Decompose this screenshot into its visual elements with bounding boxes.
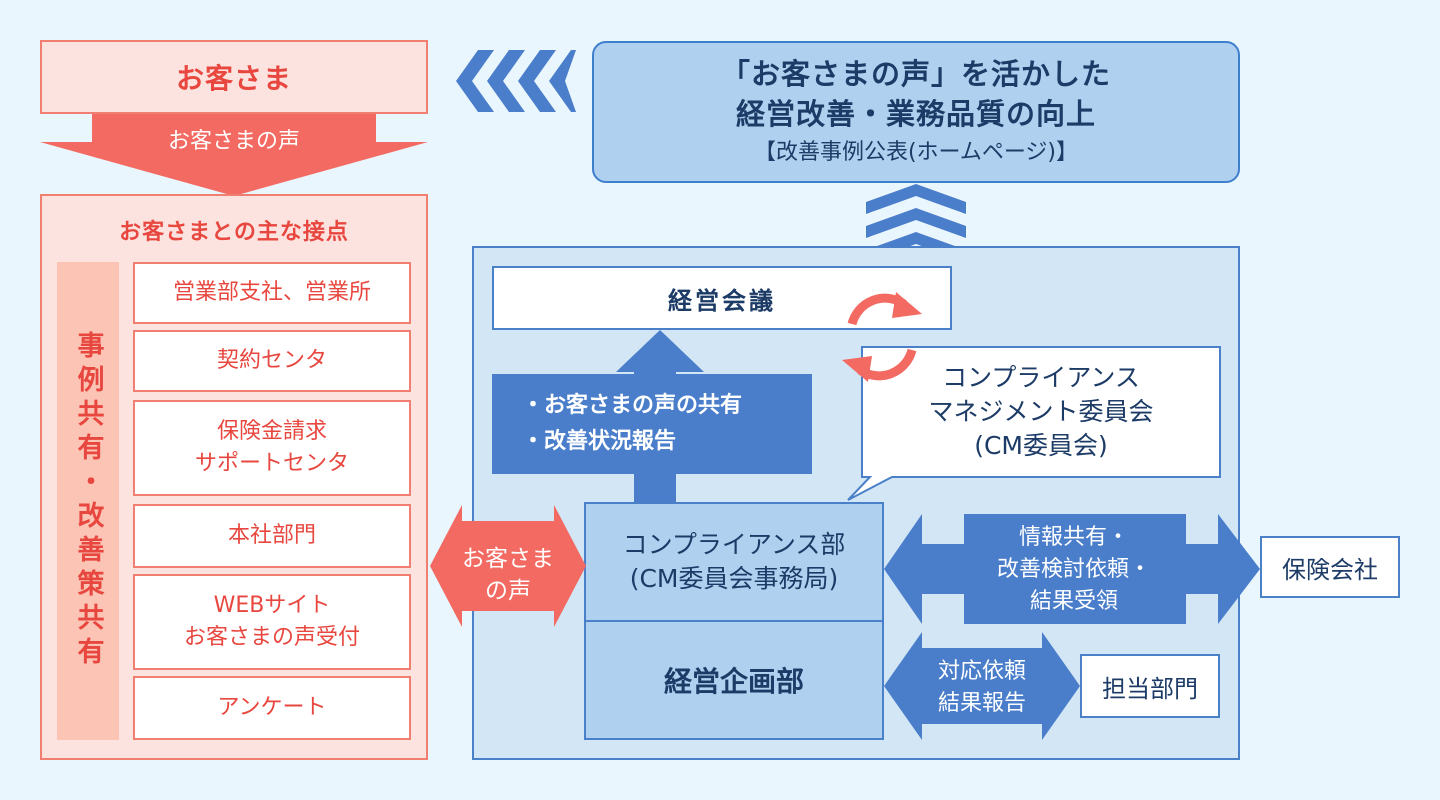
info-share-double-arrow — [884, 514, 1260, 624]
touchpoint-contract-center: 契約センタ — [133, 330, 411, 392]
cm-committee-box: コンプライアンス マネジメント委員会 (CM委員会) — [928, 363, 1154, 460]
touchpoint-website: WEBサイト お客さまの声受付 — [133, 574, 411, 670]
responsible-dept-box: 担当部門 — [1080, 654, 1220, 718]
improvement-box: 「お客さまの声」を活かした 経営改善・業務品質の向上 【改善事例公表(ホームペー… — [592, 41, 1240, 183]
report-up-arrow — [492, 330, 812, 506]
chevrons-left-icon — [456, 50, 576, 112]
share-items: ・お客さまの声の共有 ・改善状況報告 — [522, 393, 743, 454]
cycle-arrows-icon — [842, 292, 922, 382]
customer-voice-arrow-label: お客さま の声 — [462, 546, 554, 604]
response-label: 対応依頼 結果報告 — [937, 659, 1026, 716]
response-double-arrow — [884, 632, 1080, 740]
info-share-label: 情報共有・ 改善検討依頼・ 結果受領 — [996, 525, 1151, 614]
planning-dept-box: 経営企画部 — [584, 620, 884, 740]
touchpoint-claim-support: 保険金請求 サポートセンタ — [133, 400, 411, 496]
touchpoints-title: お客さまとの主な接点 — [119, 220, 349, 245]
case-sharing-label: 事例共有・改善策共有 — [57, 262, 119, 740]
touchpoint-sales-office: 営業部支社、営業所 — [133, 262, 411, 324]
insurer-box: 保険会社 — [1260, 536, 1400, 598]
cm-committee-bubble — [847, 346, 1221, 501]
touchpoint-survey: アンケート — [133, 676, 411, 740]
touchpoint-head-office: 本社部門 — [133, 504, 411, 568]
customer-voice-double-arrow — [430, 505, 586, 627]
customer-title: お客さま — [40, 40, 428, 114]
compliance-dept-box: コンプライアンス部 (CM委員会事務局) — [584, 502, 884, 622]
customer-voice-arrow — [40, 114, 428, 196]
customer-voice-label: お客さまの声 — [167, 129, 300, 154]
